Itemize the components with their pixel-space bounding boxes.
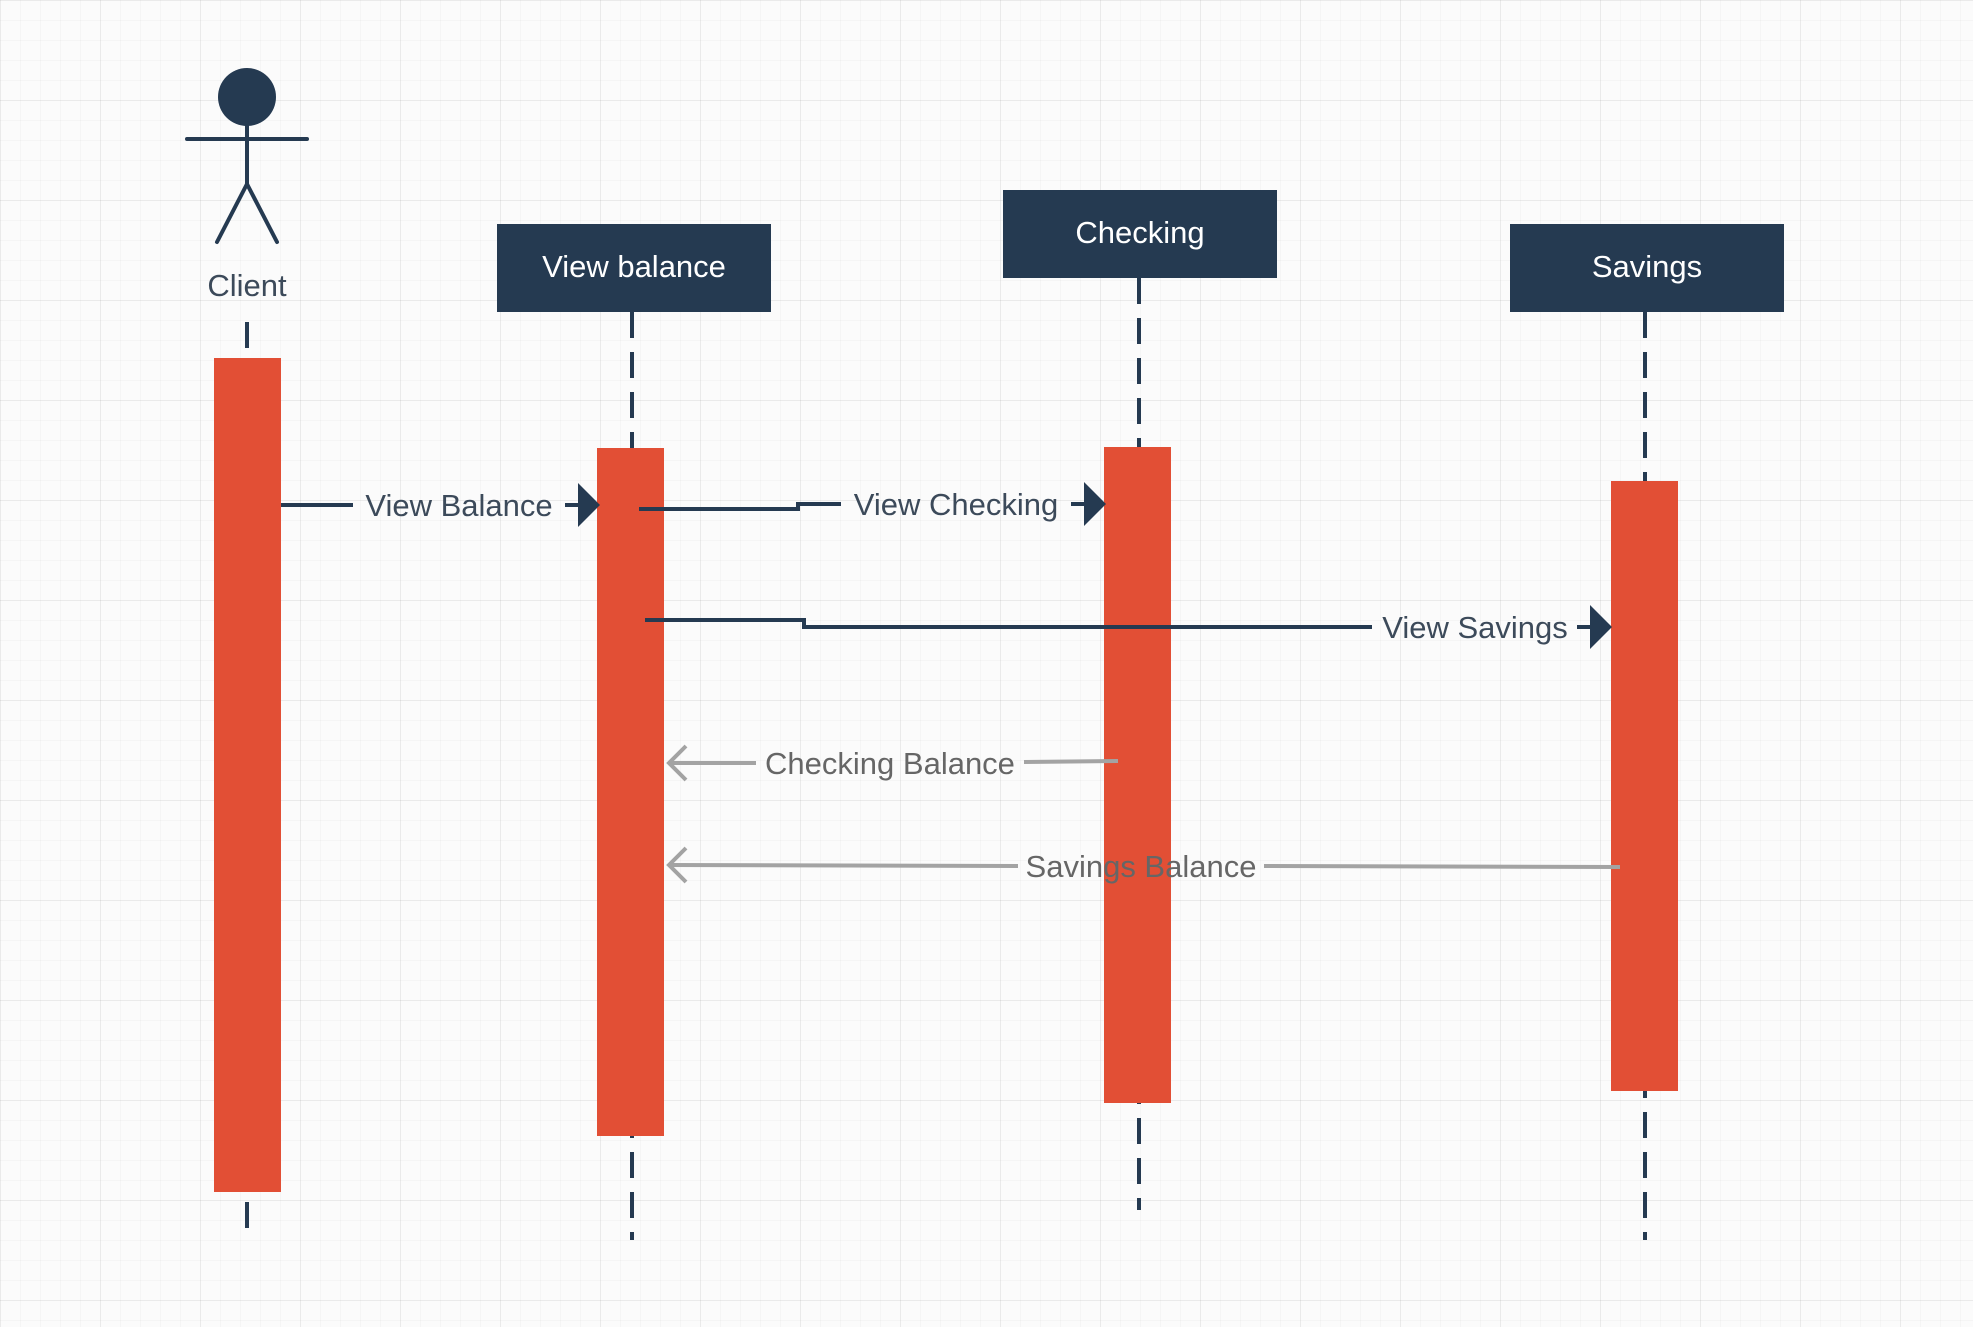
participant-header bbox=[1510, 224, 1784, 312]
arrowhead-filled-icon bbox=[1084, 482, 1106, 526]
participant-view-balance[interactable]: View balance bbox=[497, 224, 771, 312]
participant-label: View balance bbox=[542, 249, 726, 284]
message-line bbox=[1023, 759, 1119, 764]
activation-bars bbox=[214, 358, 1678, 1192]
activation-bar-view-balance[interactable] bbox=[597, 448, 664, 1136]
participant-checking[interactable]: Checking bbox=[1003, 190, 1277, 278]
message-label: Checking Balance bbox=[765, 746, 1015, 781]
message-line bbox=[1263, 864, 1621, 869]
message-checking-balance[interactable]: Checking Balance bbox=[666, 744, 1119, 782]
arrowhead-open-icon bbox=[666, 744, 688, 782]
arrowhead-filled-icon bbox=[1590, 605, 1612, 649]
message-line bbox=[668, 863, 1019, 868]
participant-header bbox=[497, 224, 771, 312]
message-line bbox=[639, 502, 841, 511]
arrowhead-filled-icon bbox=[578, 483, 600, 527]
message-savings-balance[interactable]: Savings Balance bbox=[666, 846, 1621, 884]
activation-bar-savings[interactable] bbox=[1611, 481, 1678, 1091]
activation-bar-client[interactable] bbox=[214, 358, 281, 1192]
arrowhead-open-icon bbox=[666, 846, 688, 884]
message-label: Savings Balance bbox=[1026, 849, 1257, 884]
message-label: View Savings bbox=[1382, 610, 1568, 645]
message-line bbox=[645, 618, 1372, 629]
actor-client[interactable]: Client bbox=[185, 68, 309, 303]
message-label: View Checking bbox=[854, 487, 1058, 522]
participant-savings[interactable]: Savings bbox=[1510, 224, 1784, 312]
actor-label: Client bbox=[207, 268, 287, 303]
message-view-savings[interactable]: View Savings bbox=[645, 605, 1612, 649]
message-view-checking[interactable]: View Checking bbox=[639, 482, 1106, 526]
activation-bar-checking[interactable] bbox=[1104, 447, 1171, 1103]
participant-label: Checking bbox=[1075, 215, 1204, 250]
participant-header bbox=[1003, 190, 1277, 278]
actor-stick-figure-icon bbox=[185, 68, 309, 244]
message-label: View Balance bbox=[365, 488, 552, 523]
participant-label: Savings bbox=[1592, 249, 1702, 284]
message-view-balance[interactable]: View Balance bbox=[281, 483, 600, 527]
